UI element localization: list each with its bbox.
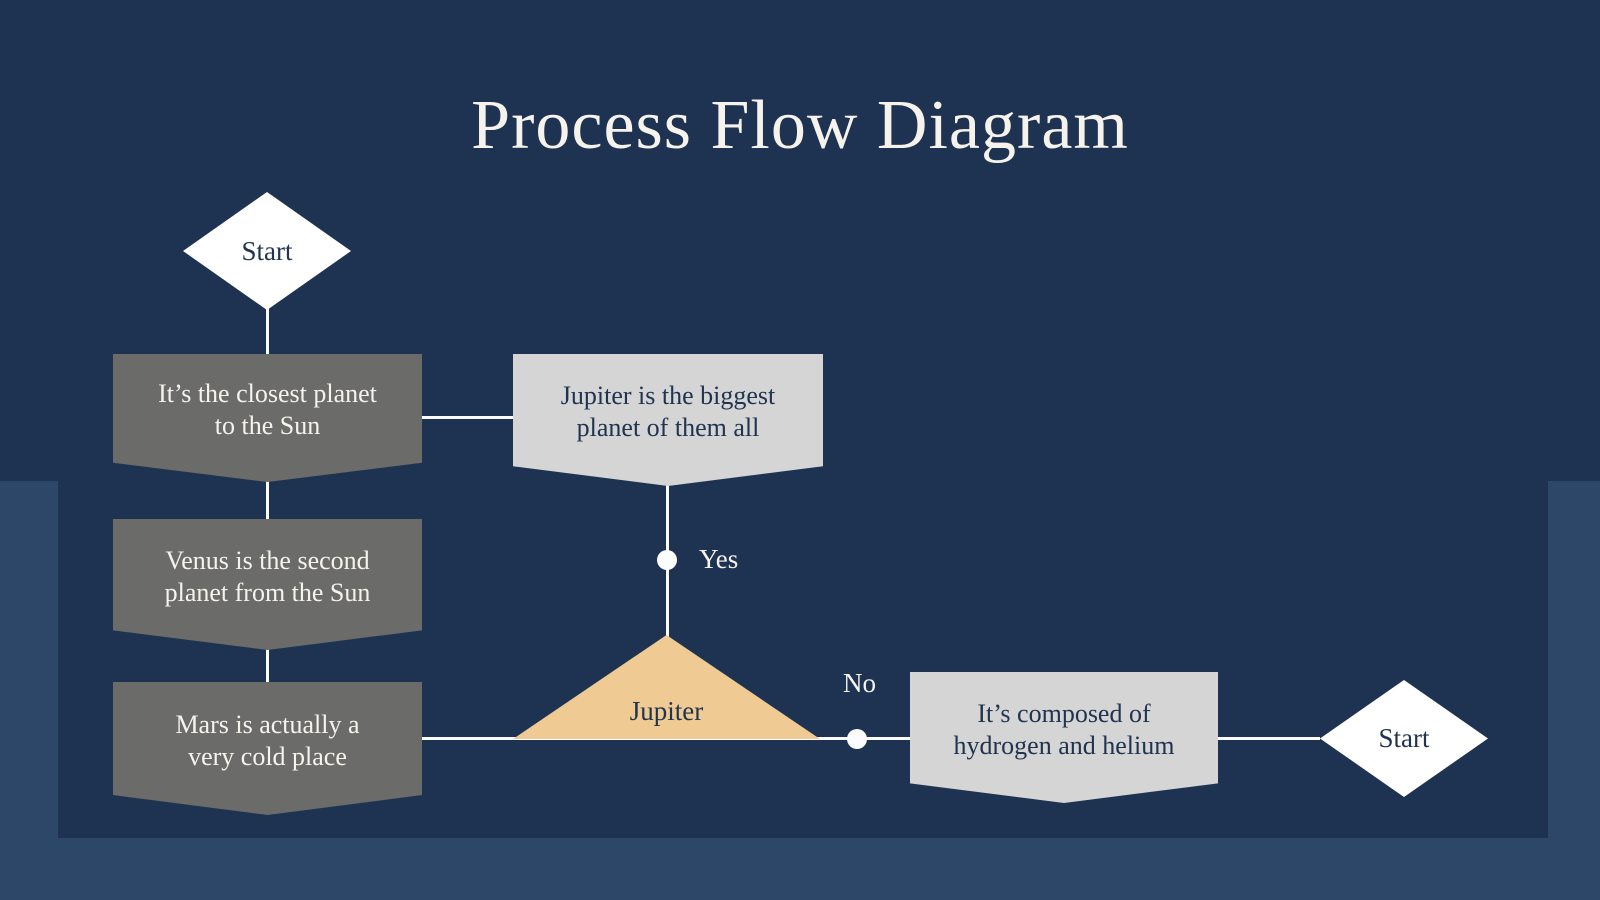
connector-venus-to-mars [266,646,269,686]
node-text-line: It’s the closest planet [158,379,377,409]
yes-label: Yes [699,544,739,574]
node-text-line: Mars is actually a [175,709,360,739]
start-right-label: Start [1378,723,1430,753]
node-composition: It’s composed of hydrogen and helium [910,672,1218,803]
node-venus-text: Venus is the second planet from the Sun [165,545,371,608]
node-jupiter-biggest-text: Jupiter is the biggest planet of them al… [561,380,775,443]
no-label: No [843,668,876,698]
yes-dot [657,550,677,570]
node-text-line: hydrogen and helium [953,730,1175,760]
node-text-line: planet from the Sun [164,577,371,607]
connector-main-horizontal [420,737,1320,740]
decision-label: Jupiter [629,696,704,726]
node-text-line: planet of them all [576,413,760,442]
no-dot [847,729,867,749]
start-left-label: Start [241,235,293,266]
node-mars-text: Mars is actually a very cold place [175,709,359,772]
node-text-line: to the Sun [214,411,321,440]
start-diamond-left: Start [183,192,351,310]
node-text-line: It’s composed of [977,698,1151,728]
node-text-line: very cold place [188,741,347,771]
node-text-line: Jupiter is the biggest [560,381,776,411]
connector-start-to-mercury [266,300,269,358]
node-mercury: It’s the closest planet to the Sun [113,354,422,482]
node-text-line: Venus is the second [165,545,370,575]
node-mars: Mars is actually a very cold place [113,682,422,815]
connector-mercury-to-venus [266,478,269,524]
connector-mercury-to-jupiter [420,416,515,419]
node-venus: Venus is the second planet from the Sun [113,519,422,650]
node-composition-text: It’s composed of hydrogen and helium [954,698,1175,761]
node-mercury-text: It’s the closest planet to the Sun [158,378,377,441]
page-title: Process Flow Diagram [471,87,1129,164]
node-jupiter-biggest: Jupiter is the biggest planet of them al… [513,354,823,486]
